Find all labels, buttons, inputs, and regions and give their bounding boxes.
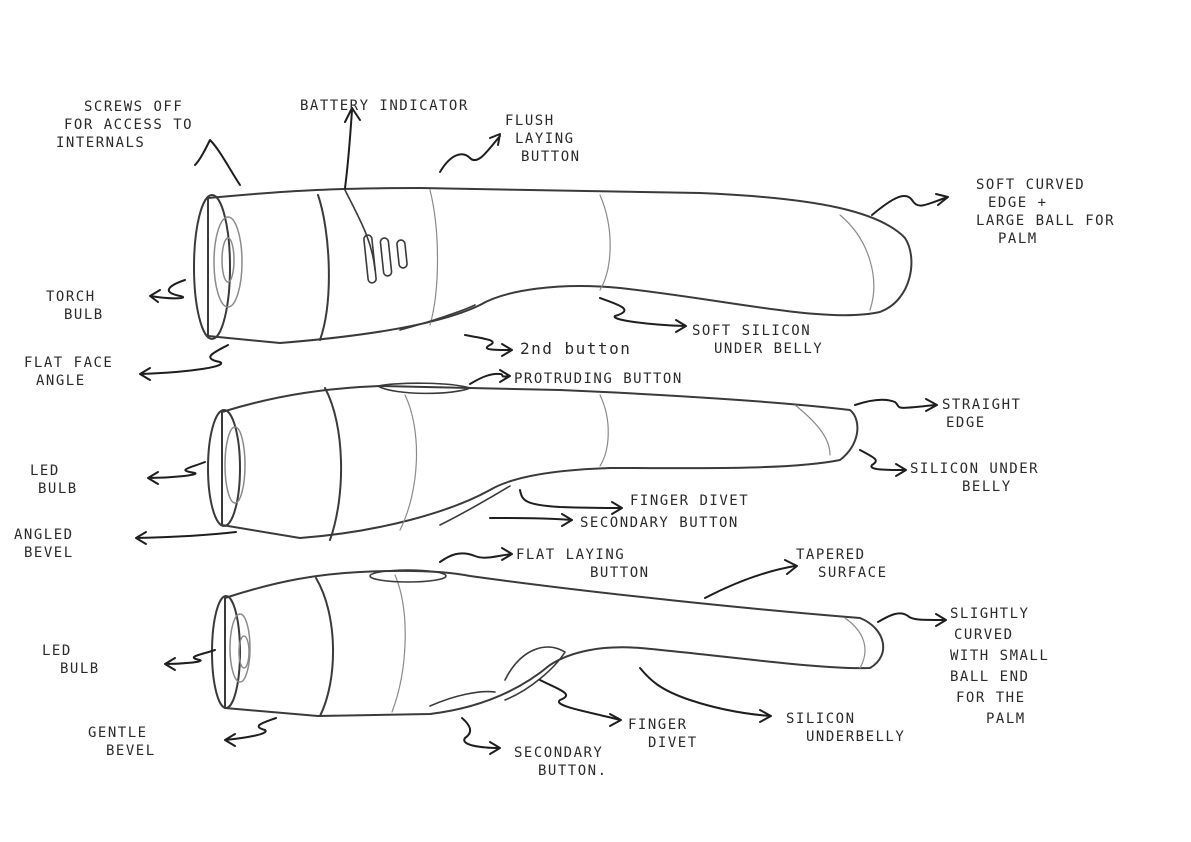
text-line: STRAIGHT: [942, 397, 1022, 413]
text-line: LAYING: [515, 131, 575, 147]
text-line: SILICON: [786, 711, 856, 727]
text-line: FOR THE: [956, 690, 1026, 706]
label-finger-divet-3: FINGER DIVET: [628, 716, 698, 752]
torch-sketch-2: [207, 382, 859, 541]
label-flat-face-angle: FLAT FACE ANGLE: [24, 354, 113, 390]
text-line: FINGER: [628, 717, 688, 733]
text-line: ANGLED: [14, 527, 74, 543]
text-line: ANGLE: [36, 373, 86, 389]
text-line: SLIGHTLY: [950, 606, 1030, 622]
text-line: BEVEL: [24, 545, 74, 561]
label-protruding-button: PROTRUDING BUTTON: [514, 370, 683, 388]
label-led-bulb-3: LED BULB: [42, 642, 100, 678]
text-line: SOFT SILICON: [692, 323, 812, 339]
text-line: BUTTON: [521, 149, 581, 165]
text-line: EDGE +: [988, 195, 1048, 211]
text-line: SCREWS OFF: [84, 99, 184, 115]
text-line: TORCH: [46, 289, 96, 305]
text-line: UNDER BELLY: [714, 341, 824, 357]
label-led-bulb-2: LED BULB: [30, 462, 78, 498]
label-flat-laying-button: FLAT LAYING BUTTON: [516, 546, 650, 582]
text-line: PALM: [986, 711, 1026, 727]
annotation-arrows: [135, 107, 949, 755]
text-line: WITH SMALL: [950, 648, 1050, 664]
label-silicon-under-belly: SILICON UNDER BELLY: [910, 460, 1039, 496]
label-torch-bulb: TORCH BULB: [46, 288, 104, 324]
label-2nd-button: 2nd button: [520, 340, 631, 358]
label-straight-edge: STRAIGHT EDGE: [942, 396, 1021, 432]
label-finger-divet-2: FINGER DIVET: [630, 492, 749, 510]
label-secondary-button-2: SECONDARY BUTTON: [580, 514, 739, 532]
torch-sketch-3: [211, 569, 885, 717]
text-line: BEVEL: [106, 743, 156, 759]
text-line: LED: [30, 463, 60, 479]
text-line: SOFT CURVED: [976, 177, 1086, 193]
label-screws-off: SCREWS OFF FOR ACCESS TO INTERNALS: [56, 98, 193, 152]
label-tapered-surface: TAPERED SURFACE: [796, 546, 888, 582]
text-line: FLUSH: [505, 113, 555, 129]
label-slightly-curved: SLIGHTLY CURVED WITH SMALL BALL END FOR …: [950, 604, 1049, 730]
torch-sketch-1: [193, 187, 913, 344]
text-line: DIVET: [648, 735, 698, 751]
text-line: BATTERY INDICATOR: [300, 98, 469, 114]
text-line: SECONDARY: [514, 745, 604, 761]
text-line: BALL END: [950, 669, 1030, 685]
text-line: PROTRUDING BUTTON: [514, 371, 683, 387]
text-line: CURVED: [954, 627, 1014, 643]
label-soft-silicon-underbelly: SOFT SILICON UNDER BELLY: [692, 322, 823, 358]
label-battery-indicator: BATTERY INDICATOR: [300, 97, 469, 115]
text-line: UNDERBELLY: [806, 729, 906, 745]
text-line: SILICON UNDER: [910, 461, 1040, 477]
text-line: FOR ACCESS TO: [64, 117, 194, 133]
text-line: EDGE: [946, 415, 986, 431]
text-line: INTERNALS: [56, 135, 146, 151]
text-line: BUTTON: [590, 565, 650, 581]
text-line: SURFACE: [818, 565, 888, 581]
text-line: BELLY: [962, 479, 1012, 495]
label-secondary-button-3: SECONDARY BUTTON.: [514, 744, 608, 780]
label-soft-curved-edge: SOFT CURVED EDGE + LARGE BALL FOR PALM: [976, 176, 1115, 248]
text-line: FINGER DIVET: [630, 493, 750, 509]
text-line: LARGE BALL FOR: [976, 213, 1116, 229]
text-line: FLAT LAYING: [516, 547, 626, 563]
text-line: SECONDARY BUTTON: [580, 515, 739, 531]
label-angled-bevel: ANGLED BEVEL: [14, 526, 74, 562]
text-line: BULB: [64, 307, 104, 323]
text-line: LED: [42, 643, 72, 659]
label-flush-laying-button: FLUSH LAYING BUTTON: [505, 112, 581, 166]
label-silicon-underbelly-3: SILICON UNDERBELLY: [786, 710, 905, 746]
text-line: PALM: [998, 231, 1038, 247]
text-line: BULB: [38, 481, 78, 497]
text-line: TAPERED: [796, 547, 866, 563]
text-line: BUTTON.: [538, 763, 608, 779]
text-line: 2nd button: [520, 339, 632, 358]
text-line: FLAT FACE: [24, 355, 114, 371]
label-gentle-bevel: GENTLE BEVEL: [88, 724, 156, 760]
text-line: GENTLE: [88, 725, 148, 741]
text-line: BULB: [60, 661, 100, 677]
